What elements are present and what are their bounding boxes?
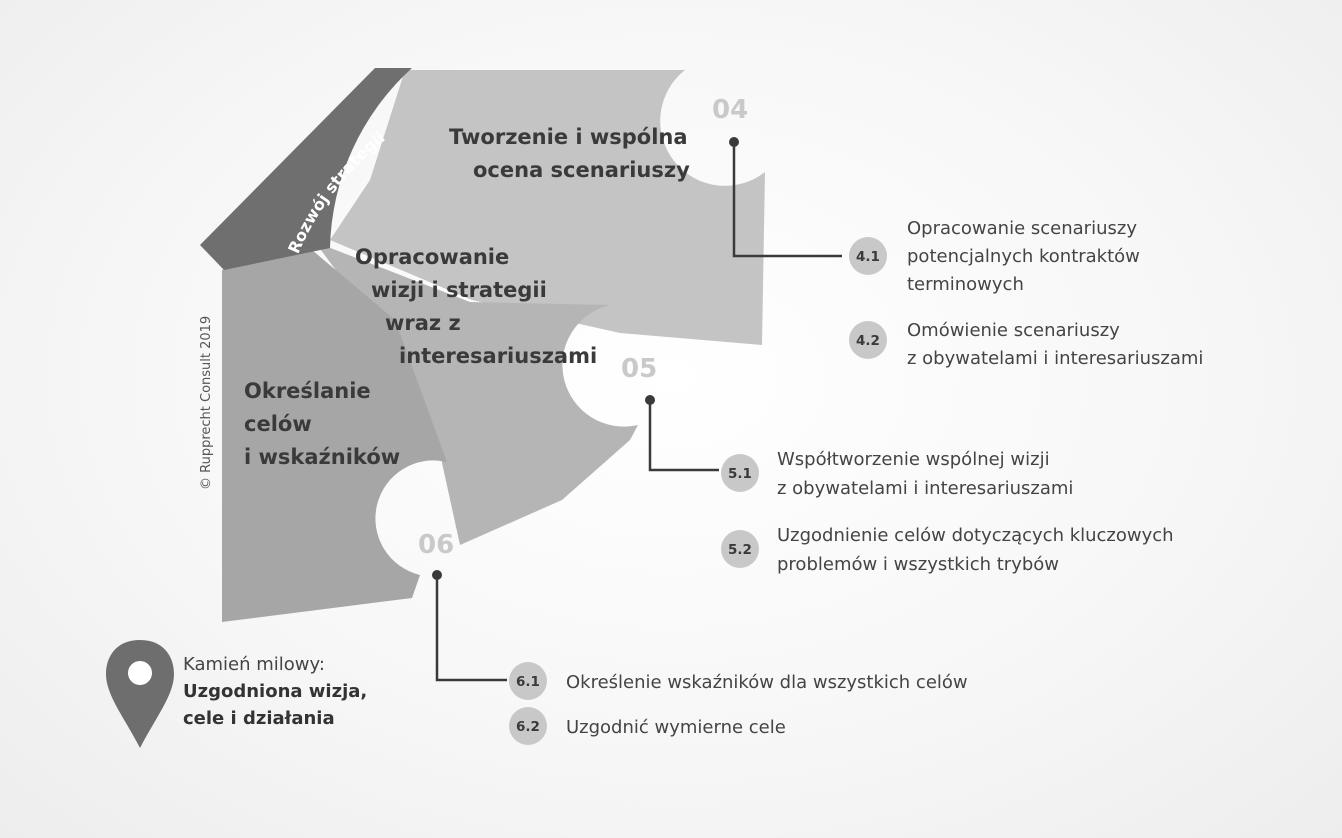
svg-text:Współtworzenie wspólnej wizji: Współtworzenie wspólnej wizji z obywatel… (777, 449, 1073, 499)
item-5-2: 5.2 Uzgodnienie celów dotyczących kluczo… (721, 525, 1179, 575)
svg-text:Opracowanie scenariuszy: Opracowanie scenariuszy potencjalnych ko… (907, 218, 1146, 295)
step-06-number: 06 (418, 530, 454, 560)
connector-05 (645, 395, 719, 472)
svg-text:5.1: 5.1 (728, 466, 752, 482)
svg-text:4.1: 4.1 (856, 249, 880, 265)
item-4-1: 4.1 Opracowanie scenariuszy potencjalnyc… (849, 218, 1146, 295)
badge-6-2 (509, 707, 547, 745)
copyright-note: © Rupprecht Consult 2019 (199, 316, 214, 490)
connector-06 (432, 570, 507, 682)
item-4-2: 4.2 Omówienie scenariuszy z obywatelami … (849, 320, 1203, 369)
badge-6-1 (509, 662, 547, 700)
badge-5-2 (721, 530, 759, 568)
segment-04-title: Tworzenie i wspólna ocena scenariuszy (449, 125, 695, 182)
item-5-1: 5.1 Współtworzenie wspólnej wizji z obyw… (721, 449, 1073, 499)
item-6-2: 6.2 Uzgodnić wymierne cele (509, 707, 786, 745)
strategy-band (200, 68, 412, 270)
badge-4-1 (849, 237, 887, 275)
step-04-number: 04 (712, 95, 748, 125)
segment-06-shape (222, 250, 447, 622)
svg-text:6.2: 6.2 (516, 719, 540, 735)
svg-text:Uzgodnienie celów dotyczących: Uzgodnienie celów dotyczących kluczowych… (777, 525, 1179, 575)
badge-5-1 (721, 454, 759, 492)
segment-05-shape (315, 242, 638, 545)
badge-4-2 (849, 321, 887, 359)
svg-text:Uzgodnić wymierne cele: Uzgodnić wymierne cele (566, 717, 786, 738)
segment-06-title: Określanie celów i wskaźników (244, 379, 400, 469)
segment-04-shape (330, 70, 765, 345)
connector-04 (729, 137, 842, 258)
svg-text:Omówienie scenariuszy z: Omówienie scenariuszy z obywatelami i in… (907, 320, 1203, 369)
map-pin-icon (106, 640, 174, 748)
svg-text:6.1: 6.1 (516, 674, 540, 690)
item-6-1: 6.1 Określenie wskaźników dla wszystkich… (509, 662, 968, 700)
segment-05-title: Opracowanie wizji i strategii wraz z int… (355, 245, 597, 368)
milestone-text: Kamień milowy: Uzgodniona wizja, cele i … (183, 654, 372, 729)
svg-text:Określenie wskaźników dla wszy: Określenie wskaźników dla wszystkich cel… (566, 672, 968, 693)
svg-text:4.2: 4.2 (856, 333, 880, 349)
step-05-number: 05 (621, 354, 657, 384)
svg-text:5.2: 5.2 (728, 542, 752, 558)
